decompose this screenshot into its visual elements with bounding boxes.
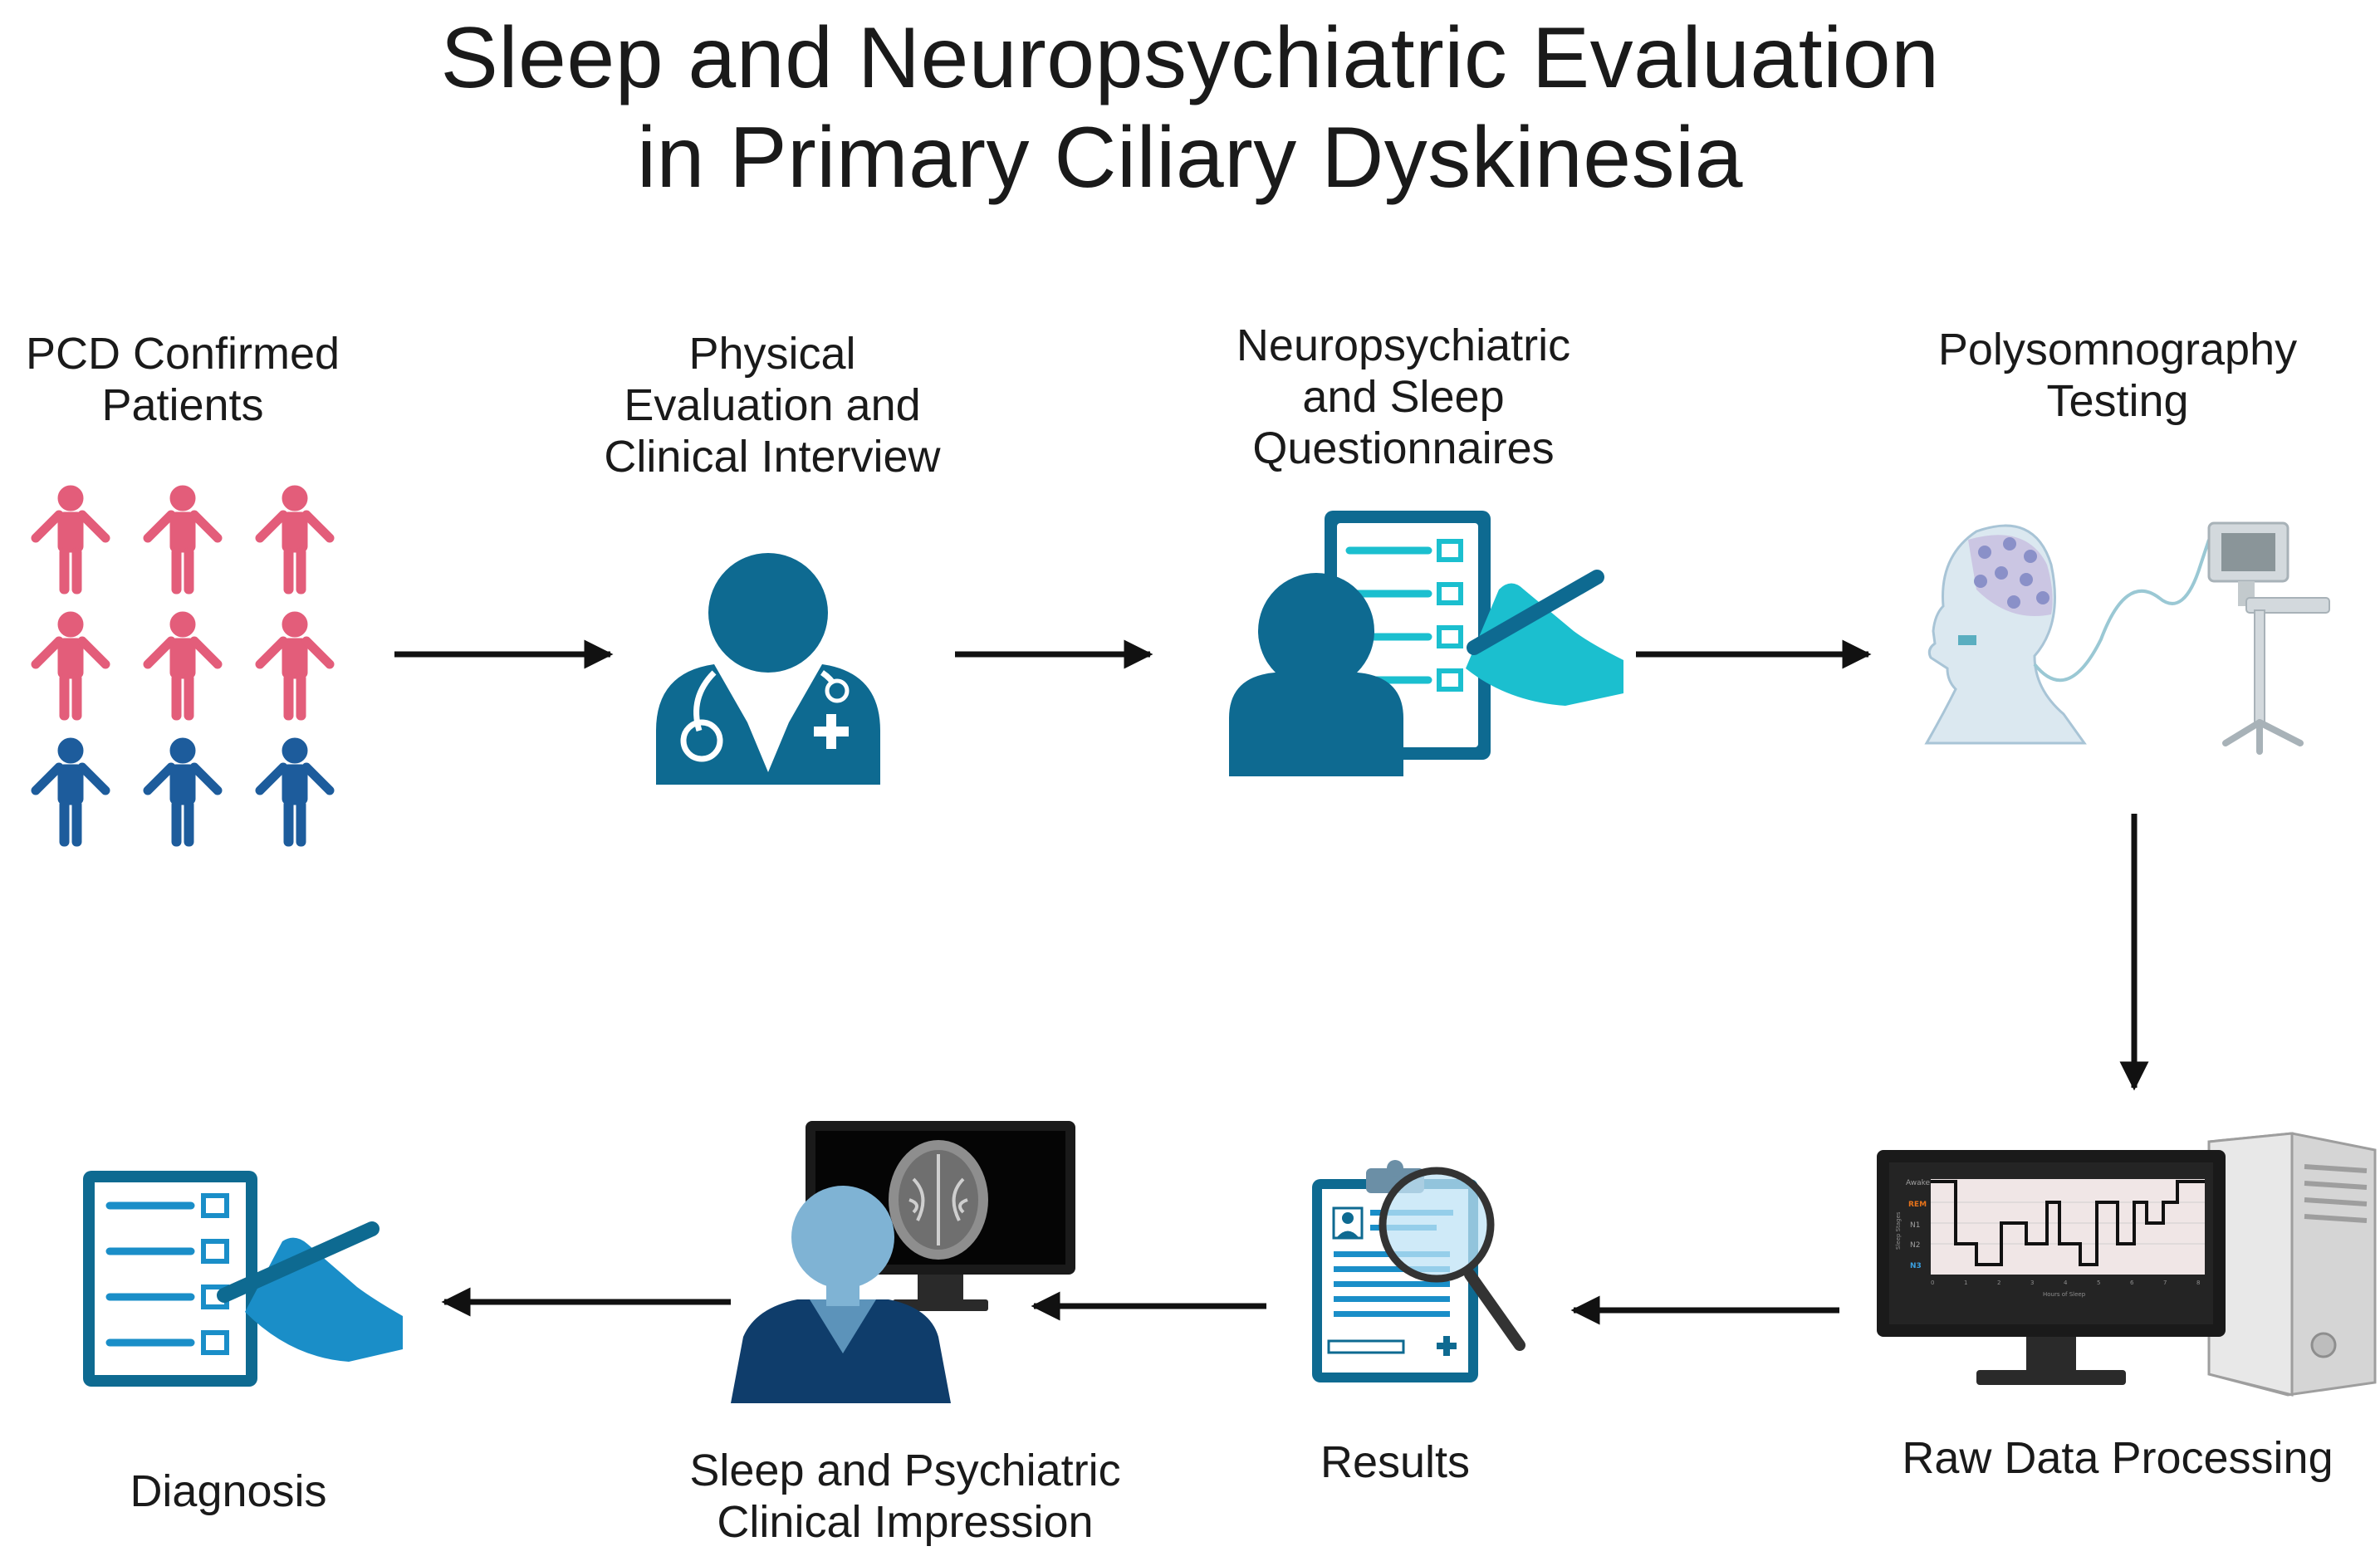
step-label-clinical-impression: Sleep and Psychiatric Clinical Impressio… — [689, 1446, 1121, 1547]
step-label-raw-data: Raw Data Processing — [1902, 1433, 2333, 1483]
hypnogram-chart: Awake REM N1 N2 N3 Sleep Stages 0 1 2 3 … — [1895, 1179, 2205, 1298]
hypnogram-x-tick: 0 — [1931, 1280, 1934, 1286]
hypnogram-x-tick: 3 — [2030, 1280, 2034, 1286]
step-label-questionnaires: Neuropsychiatric and Sleep Questionnaire… — [1236, 321, 1571, 473]
hypnogram-x-tick: 2 — [1997, 1280, 2000, 1286]
step-label-results: Results — [1320, 1437, 1471, 1487]
questionnaire-icon — [1229, 511, 1623, 776]
step-label-polysomnography: Polysomnography Testing — [1937, 325, 2298, 426]
step-label-physical-evaluation: Physical Evaluation and Clinical Intervi… — [604, 329, 941, 482]
hypnogram-x-tick: 4 — [2064, 1280, 2068, 1286]
title-line-2: in Primary Ciliary Dyskinesia — [636, 110, 1744, 206]
hypnogram-x-tick: 8 — [2196, 1280, 2200, 1286]
hypnogram-x-label: Hours of Sleep — [2043, 1291, 2086, 1298]
title-line-1: Sleep and Neuropsychiatric Evaluation — [440, 10, 1940, 106]
hypnogram-x-tick: 6 — [2130, 1280, 2134, 1286]
people-group-icon — [21, 482, 353, 864]
polysomnography-icon — [1924, 521, 2330, 755]
hypnogram-stage-n2: N2 — [1910, 1241, 1920, 1250]
clinician-brain-scan-icon — [731, 1121, 1075, 1403]
hypnogram-x-tick: 5 — [2097, 1280, 2100, 1286]
hypnogram-x-tick: 1 — [1964, 1280, 1967, 1286]
hypnogram-x-tick: 7 — [2163, 1280, 2167, 1286]
step-label-diagnosis: Diagnosis — [130, 1466, 327, 1516]
step-label-pcd-patients: PCD Confirmed Patients — [25, 329, 340, 430]
hypnogram-stage-n1: N1 — [1910, 1221, 1920, 1230]
page-title: Sleep and Neuropsychiatric Evaluation in… — [0, 8, 2380, 208]
computer-hypnogram-icon: Awake REM N1 N2 N3 Sleep Stages 0 1 2 3 … — [1877, 1132, 2377, 1397]
clipboard-magnifier-icon — [1312, 1160, 1525, 1382]
doctor-icon — [656, 553, 880, 785]
hypnogram-stage-rem: REM — [1908, 1201, 1927, 1209]
diagnosis-checklist-icon — [83, 1171, 403, 1387]
hypnogram-y-label: Sleep Stages — [1895, 1211, 1902, 1250]
hypnogram-stage-awake: Awake — [1906, 1179, 1931, 1187]
hypnogram-stage-n3: N3 — [1910, 1262, 1922, 1270]
